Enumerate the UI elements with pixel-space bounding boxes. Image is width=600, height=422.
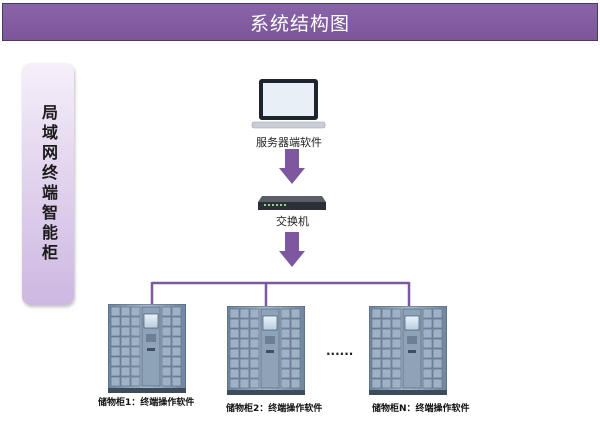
ellipsis: ...... bbox=[326, 344, 354, 358]
side-label: 局域网终端智能柜 bbox=[39, 104, 58, 264]
connector-lines bbox=[150, 281, 411, 308]
cabinet-2-label: 储物柜2：终端操作软件 bbox=[226, 404, 323, 414]
cabinet-2-icon bbox=[227, 306, 305, 396]
switch-label: 交换机 bbox=[276, 215, 309, 228]
diagram-title: 系统结构图 bbox=[2, 3, 598, 41]
network-switch-icon bbox=[258, 196, 326, 210]
cabinet-n-label: 储物柜N：终端操作软件 bbox=[372, 404, 470, 414]
server-monitor-icon bbox=[251, 79, 326, 129]
server-label: 服务器端软件 bbox=[256, 136, 322, 149]
cabinet-1-icon bbox=[108, 304, 186, 394]
cabinet-n-icon bbox=[369, 306, 447, 396]
arrow-server-to-switch bbox=[279, 149, 305, 184]
cabinet-1-label: 储物柜1：终端操作软件 bbox=[98, 398, 195, 408]
arrow-switch-to-cabinets bbox=[279, 232, 305, 267]
side-label-panel: 局域网终端智能柜 bbox=[22, 63, 74, 305]
